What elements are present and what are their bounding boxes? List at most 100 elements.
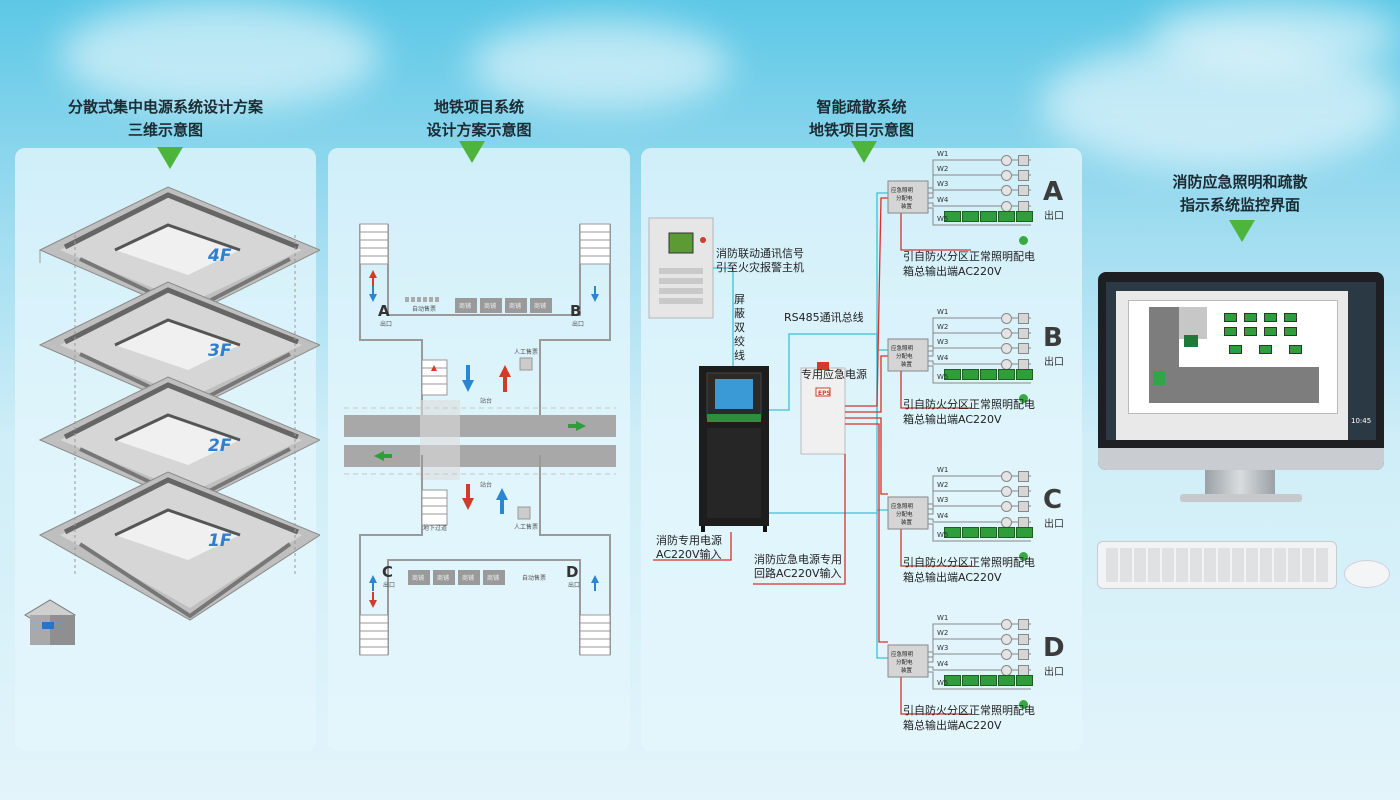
zone-b: 应急照明 分配电 装置 — [887, 317, 1031, 384]
circuit-label: W5 — [937, 215, 949, 223]
fire-signal-line2: 引至火灾报警主机 — [716, 261, 804, 274]
exit-small-label: 出口 — [383, 581, 395, 589]
junction-box-icon — [1018, 343, 1029, 354]
junction-box-icon — [1018, 501, 1029, 512]
circuit-label: W3 — [937, 338, 949, 346]
circuit-label: W1 — [937, 308, 949, 316]
arrow-sign-icon — [980, 527, 997, 538]
down-arrow-icon — [851, 141, 877, 163]
emergency-circuit-label: 消防应急电源专用 回路AC220V输入 — [754, 553, 842, 581]
arrow-sign-icon — [998, 369, 1015, 380]
exit-label-b: B — [570, 302, 581, 320]
panel2-title-line2: 设计方案示意图 — [426, 121, 532, 139]
circuit-label: W4 — [937, 196, 949, 204]
arrow-sign-icon — [962, 527, 979, 538]
junction-box-icon — [1018, 649, 1029, 660]
zone-exit-letter: B — [1043, 323, 1063, 353]
monitor-screen: 10:45 — [1106, 282, 1376, 440]
zone-note: 引自防火分区正常照明配电 箱总输出端AC220V — [903, 555, 1035, 585]
down-arrow-icon — [459, 141, 485, 163]
panel2-title: 地铁项目系统 设计方案示意图 — [328, 96, 630, 142]
arrow-sign-icon — [1016, 527, 1033, 538]
arrow-sign-icon — [998, 675, 1015, 686]
map-exit-sign-icon — [1224, 313, 1237, 322]
zone-c: 应急照明 分配电 装置 — [887, 475, 1031, 542]
junction-box-icon — [1018, 619, 1029, 630]
zone-note-line2: 箱总输出端AC220V — [903, 413, 1002, 426]
circuit-label: W4 — [937, 660, 949, 668]
emergency-lamp-icon — [1001, 501, 1012, 512]
arrow-sign-icon — [1016, 675, 1033, 686]
fire-power-line1: 消防专用电源 — [656, 534, 722, 547]
panel3-title-line1: 智能疏散系统 — [816, 98, 907, 116]
junction-box-icon — [1018, 634, 1029, 645]
floor-label: 1F — [208, 531, 232, 551]
box-label: 应急照明 — [891, 344, 914, 352]
eps-cabinet: EPS — [800, 362, 846, 455]
underground-label: 地下过道 — [423, 524, 447, 532]
junction-box-icon — [1018, 328, 1029, 339]
floor-label: 3F — [208, 341, 232, 361]
exit-label-a: A — [378, 302, 390, 320]
junction-box-icon — [1018, 170, 1029, 181]
fire-power-label: 消防专用电源 AC220V输入 — [656, 534, 722, 562]
circuit-label: W1 — [937, 150, 949, 158]
monitor-stand — [1205, 470, 1275, 496]
emergency-lamp-icon — [1001, 619, 1012, 630]
circuit-label: W3 — [937, 180, 949, 188]
floor-label: 2F — [208, 436, 232, 456]
panel1-title-line2: 三维示意图 — [127, 121, 203, 139]
map-exit-sign-icon — [1229, 345, 1242, 354]
circuit-label: W5 — [937, 373, 949, 381]
recycle-icon — [1019, 700, 1028, 709]
rs485-label: RS485通讯总线 — [784, 311, 864, 324]
floor-1 — [38, 471, 320, 621]
floor-label: 4F — [207, 246, 232, 266]
floor-map — [1128, 300, 1338, 414]
arrow-sign-icon — [1016, 211, 1033, 222]
zone-exit-word: 出口 — [1044, 211, 1064, 222]
arrow-sign-icon — [980, 211, 997, 222]
mouse-icon — [1344, 560, 1390, 588]
floor-2 — [38, 376, 320, 506]
panel3-title: 智能疏散系统 地铁项目示意图 — [641, 96, 1082, 142]
circuit-label: W3 — [937, 644, 949, 652]
zone-exit-letter: A — [1043, 177, 1064, 207]
circuit-label: W2 — [937, 481, 949, 489]
arrow-sign-icon — [980, 369, 997, 380]
twisted-pair-char: 绞 — [734, 335, 745, 348]
zone-note: 引自防火分区正常照明配电 箱总输出端AC220V — [903, 397, 1035, 427]
panel2-title-line1: 地铁项目系统 — [433, 98, 524, 116]
emergency-lamp-icon — [1001, 328, 1012, 339]
twisted-pair-char: 屏 — [734, 293, 745, 306]
box-label: 应急照明 — [891, 650, 914, 658]
emergency-lamp-icon — [1001, 185, 1012, 196]
map-exit-sign-icon — [1264, 327, 1277, 336]
zone-exit-letter: C — [1043, 485, 1063, 515]
circuit-label: W5 — [937, 679, 949, 687]
junction-box-icon — [1018, 471, 1029, 482]
monitor-cabinet — [699, 366, 769, 532]
panel4-title-line1: 消防应急照明和疏散 — [1172, 173, 1308, 191]
box-label: 分配电 — [896, 658, 913, 666]
box-label: 装置 — [901, 518, 913, 526]
map-exit-sign-icon — [1289, 345, 1302, 354]
circuit-label: W2 — [937, 165, 949, 173]
subway-floor-plan: A B C D 出口 出口 出口 出口 自动售票 自动售票 商铺 商铺 商铺 商… — [344, 223, 616, 656]
panel1-title: 分散式集中电源系统设计方案 三维示意图 — [15, 96, 316, 142]
twisted-pair-char: 蔽 — [734, 307, 745, 320]
eps-label: EPS — [818, 390, 831, 397]
building-3d-floors: 4F 3F 2F 1F — [24, 186, 320, 645]
circuit-label: W4 — [937, 512, 949, 520]
keyboard-icon — [1097, 541, 1337, 589]
zone-note-line1: 引自防火分区正常照明配电 — [903, 250, 1035, 263]
zone-a: 应急照明 分配电 装置 — [887, 159, 1031, 226]
shop-label: 商铺 — [487, 574, 499, 582]
junction-box-icon — [1018, 185, 1029, 196]
app-titlebar — [1106, 282, 1376, 291]
app-left-toolbar — [1106, 291, 1116, 440]
junction-box-icon — [1018, 313, 1029, 324]
arrow-sign-icon — [1016, 369, 1033, 380]
exit-small-label: 出口 — [380, 320, 392, 328]
emergency-lamp-icon — [1001, 155, 1012, 166]
